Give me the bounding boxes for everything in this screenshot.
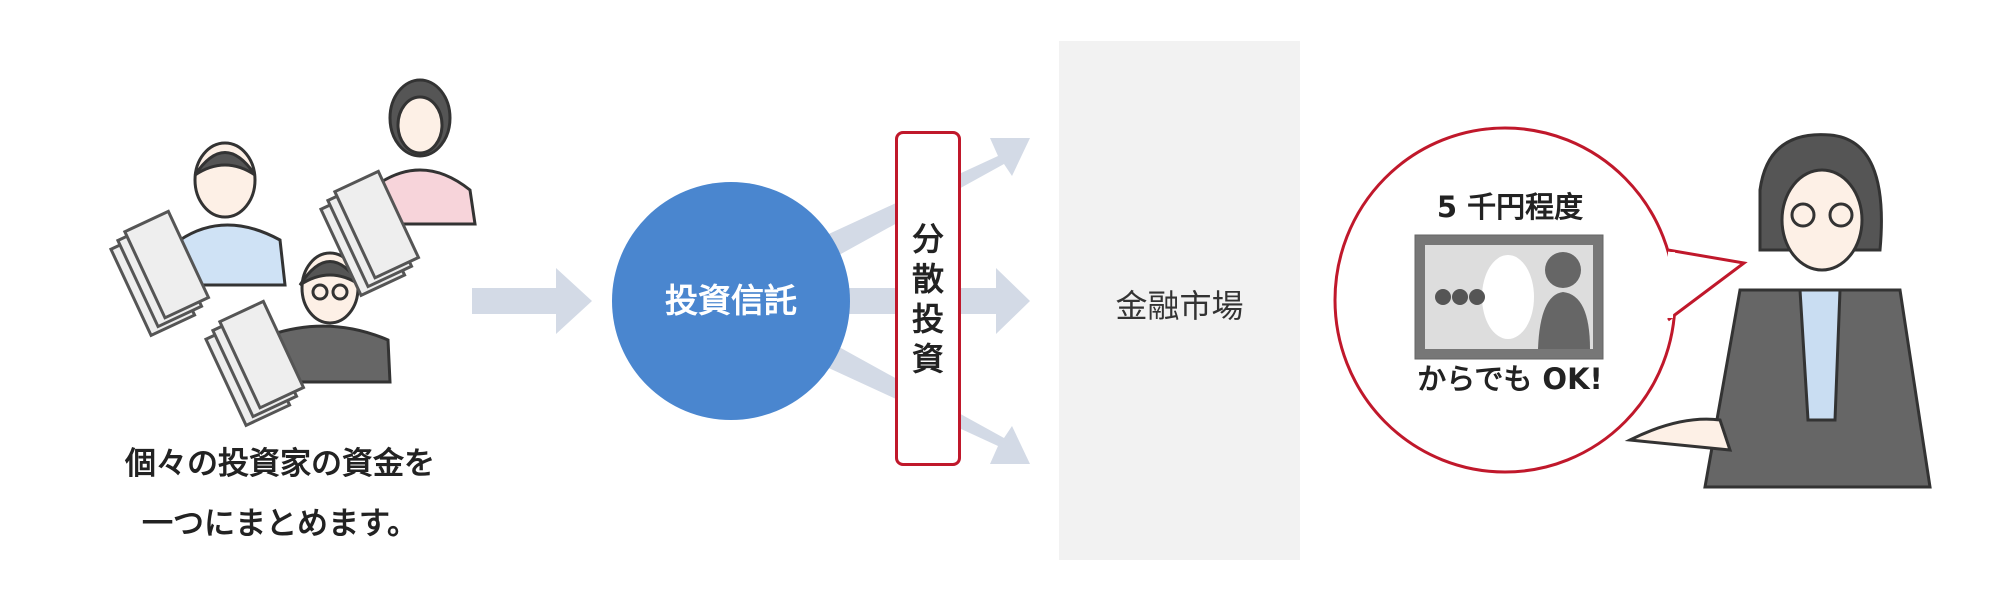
caption-line-2: 一つにまとめます。 — [142, 506, 418, 542]
banknote-icon — [1414, 234, 1604, 360]
diversify-char: 資 — [911, 339, 944, 378]
bubble-amount-text: 5 千円程度 — [1436, 190, 1584, 224]
diversify-char: 散 — [911, 259, 944, 298]
investor-man-icon — [173, 141, 287, 287]
diversify-char: 投 — [911, 299, 944, 338]
financial-market-label: 金融市場 — [1115, 287, 1244, 325]
advisor-woman-icon — [1624, 133, 1932, 489]
banknote-stack-icon — [108, 169, 421, 428]
investment-trust-label: 投資信託 — [665, 281, 797, 320]
caption-line-1: 個々の投資家の資金を — [125, 446, 435, 482]
investment-trust-circle — [612, 182, 850, 420]
diversify-char: 分 — [911, 219, 944, 258]
financial-market-panel: 金融市場 — [1059, 41, 1300, 560]
arrow-right-icon — [472, 268, 592, 334]
investor-man-glasses-icon — [266, 251, 392, 384]
diversified-investment-box: 分 散 投 資 — [895, 131, 961, 466]
bubble-ok-text: からでも OK! — [1417, 362, 1603, 396]
